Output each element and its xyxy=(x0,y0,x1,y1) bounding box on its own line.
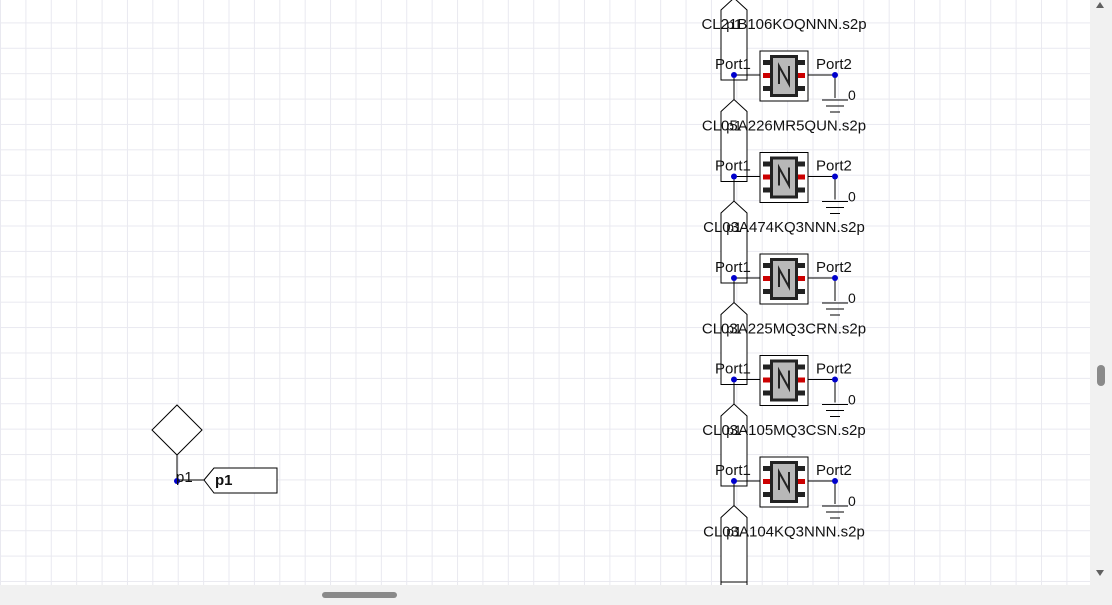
chip-pin-icon xyxy=(798,161,805,167)
horizontal-scrollbar-thumb[interactable] xyxy=(322,592,397,598)
port1-label: Port1 xyxy=(715,462,751,479)
port1-label: Port1 xyxy=(715,56,751,73)
port-pin-label: p1 xyxy=(176,469,193,486)
component-file-label: CL05A226MR5QUN.s2p xyxy=(702,118,866,135)
chip-marking-icon xyxy=(778,62,790,88)
port1-node xyxy=(731,376,737,383)
port1-node xyxy=(731,478,737,484)
port2-label: Port2 xyxy=(816,361,852,378)
chip-pin-icon xyxy=(798,60,805,65)
chip-pin-icon xyxy=(763,276,770,281)
chip-pin-icon xyxy=(798,263,805,268)
chip-pin-icon xyxy=(798,492,805,497)
port-symbol[interactable]: p1 p1 xyxy=(151,404,278,494)
chip-pin-icon xyxy=(798,86,805,91)
chip-pin-icon xyxy=(763,60,770,65)
component-file-label: CL03A104KQ3NNN.s2p xyxy=(703,524,865,541)
chip-pin-icon xyxy=(763,187,770,193)
port-diamond xyxy=(151,404,203,456)
chip-pin-icon xyxy=(763,364,770,370)
chip-pin-icon xyxy=(798,73,805,78)
port1-node xyxy=(731,72,737,78)
port2-node xyxy=(832,72,838,78)
chip-pin-icon xyxy=(798,289,805,294)
chip-pin-icon xyxy=(763,86,770,91)
connector-tag[interactable] xyxy=(720,581,748,585)
connector-tag[interactable] xyxy=(720,301,748,385)
vertical-scrollbar[interactable] xyxy=(1090,0,1112,585)
ground-label: 0 xyxy=(848,392,856,408)
ground-label: 0 xyxy=(848,189,856,205)
chip-marking-icon xyxy=(778,366,790,393)
port1-node xyxy=(731,173,737,180)
port2-node xyxy=(832,173,838,180)
connector-label: p1 xyxy=(726,524,742,540)
port2-node xyxy=(832,376,838,383)
connector-label: p1 xyxy=(726,321,742,337)
port2-node xyxy=(832,478,838,484)
port2-label: Port2 xyxy=(816,56,852,73)
port2-node xyxy=(832,275,838,281)
component-file-label: CL03A225MQ3CRN.s2p xyxy=(702,321,866,338)
port1-label: Port1 xyxy=(715,158,751,175)
chip-pin-icon xyxy=(763,377,770,383)
port2-label: Port2 xyxy=(816,259,852,276)
chip-pin-icon xyxy=(763,479,770,484)
chip-pin-icon xyxy=(798,174,805,180)
connector-label: p1 xyxy=(726,16,742,32)
chip-pin-icon xyxy=(798,276,805,281)
chip-pin-icon xyxy=(763,174,770,180)
chip-pin-icon xyxy=(763,73,770,78)
chip-marking-icon xyxy=(778,163,790,190)
chip-pin-icon xyxy=(763,390,770,396)
chip-pin-icon xyxy=(763,492,770,497)
port2-label: Port2 xyxy=(816,158,852,175)
ground-label: 0 xyxy=(848,493,856,509)
connector-tag[interactable] xyxy=(720,98,748,182)
ground-label: 0 xyxy=(848,87,856,103)
connector-label: p1 xyxy=(726,422,742,438)
vertical-scrollbar-thumb[interactable] xyxy=(1097,365,1105,386)
chip-marking-icon xyxy=(778,265,790,291)
chip-pin-icon xyxy=(763,263,770,268)
port-node xyxy=(174,478,180,484)
connector-label: p1 xyxy=(726,118,742,134)
scroll-up-arrow-icon[interactable] xyxy=(1096,2,1104,8)
chip-pin-icon xyxy=(798,377,805,383)
connector-label: p1 xyxy=(726,219,742,235)
chip-pin-icon xyxy=(798,187,805,193)
scroll-down-arrow-icon[interactable] xyxy=(1096,570,1104,576)
port1-label: Port1 xyxy=(715,361,751,378)
port-name-label: p1 xyxy=(215,472,233,489)
chip-pin-icon xyxy=(763,289,770,294)
chip-pin-icon xyxy=(798,390,805,396)
port1-label: Port1 xyxy=(715,259,751,276)
connector-tag[interactable] xyxy=(720,0,748,81)
ground-label: 0 xyxy=(848,290,856,306)
connector-tag[interactable] xyxy=(720,200,748,284)
connector-tag[interactable] xyxy=(720,504,748,586)
chip-pin-icon xyxy=(763,466,770,471)
port-name-tag[interactable] xyxy=(203,467,278,494)
chip-pin-icon xyxy=(798,364,805,370)
port2-label: Port2 xyxy=(816,462,852,479)
component-file-label: CL03A474KQ3NNN.s2p xyxy=(703,219,865,236)
chip-marking-icon xyxy=(778,468,790,494)
chip-pin-icon xyxy=(798,466,805,471)
chip-pin-icon xyxy=(763,161,770,167)
component-file-label: CL21B106KOQNNN.s2p xyxy=(701,16,866,33)
chip-pin-icon xyxy=(798,479,805,484)
port1-node xyxy=(731,275,737,281)
connector-tag[interactable] xyxy=(720,403,748,487)
component-file-label: CL03A105MQ3CSN.s2p xyxy=(702,422,865,439)
horizontal-scrollbar[interactable] xyxy=(0,585,1112,605)
